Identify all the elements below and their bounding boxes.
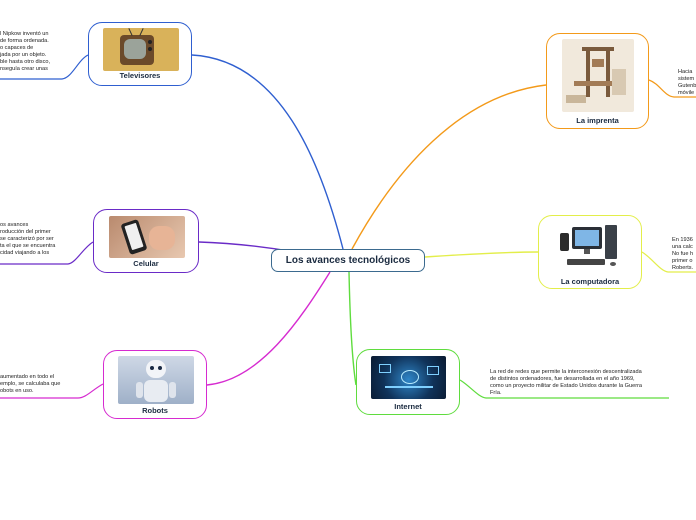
note-line-computadora xyxy=(641,251,696,273)
branch-internet xyxy=(348,271,357,386)
note-robots: aumentado en todo el emplo, se calculaba… xyxy=(0,374,61,394)
topic-label-robots: Robots xyxy=(142,406,168,415)
topic-label-computadora: La computadora xyxy=(560,277,620,286)
topic-computadora[interactable]: La computadora xyxy=(538,215,642,289)
note-imprenta: Hacia sistem Gutenb móvile xyxy=(678,69,696,96)
central-topic[interactable]: Los avances tecnológicos xyxy=(271,249,425,272)
branch-computadora xyxy=(424,251,539,258)
topic-robots[interactable]: Robots xyxy=(103,350,207,419)
topic-internet[interactable]: Internet xyxy=(356,349,460,415)
printing-press-image xyxy=(562,39,634,112)
network-hologram-image xyxy=(371,356,446,399)
branch-robots xyxy=(206,271,331,386)
desktop-computer-image xyxy=(555,221,627,274)
topic-label-televisores: Televisores xyxy=(119,71,161,80)
note-line-internet xyxy=(459,379,669,399)
robot-image xyxy=(118,356,194,404)
note-line-televisores xyxy=(0,54,89,80)
topic-celular[interactable]: Celular xyxy=(93,209,199,273)
note-line-robots xyxy=(0,383,104,399)
smartphone-hand-image xyxy=(109,216,185,258)
topic-label-internet: Internet xyxy=(394,402,422,411)
branch-imprenta xyxy=(351,84,547,250)
topic-label-imprenta: La imprenta xyxy=(576,116,619,125)
topic-televisores[interactable]: Televisores xyxy=(88,22,192,86)
retro-tv-image xyxy=(103,28,179,71)
note-celular: os avances roducción del primer se carac… xyxy=(0,222,56,256)
note-line-celular xyxy=(0,241,94,265)
topic-imprenta[interactable]: La imprenta xyxy=(546,33,649,129)
note-televisores: l Nipkow inventó un de forma ordenada. o… xyxy=(0,31,51,72)
note-computadora: En 1936 una calc No fue h primer o Rober… xyxy=(672,237,694,271)
topic-label-celular: Celular xyxy=(133,259,159,268)
note-internet: La red de redes que permite la intercone… xyxy=(490,369,643,396)
branch-televisores xyxy=(191,54,344,250)
note-line-imprenta xyxy=(648,79,696,98)
